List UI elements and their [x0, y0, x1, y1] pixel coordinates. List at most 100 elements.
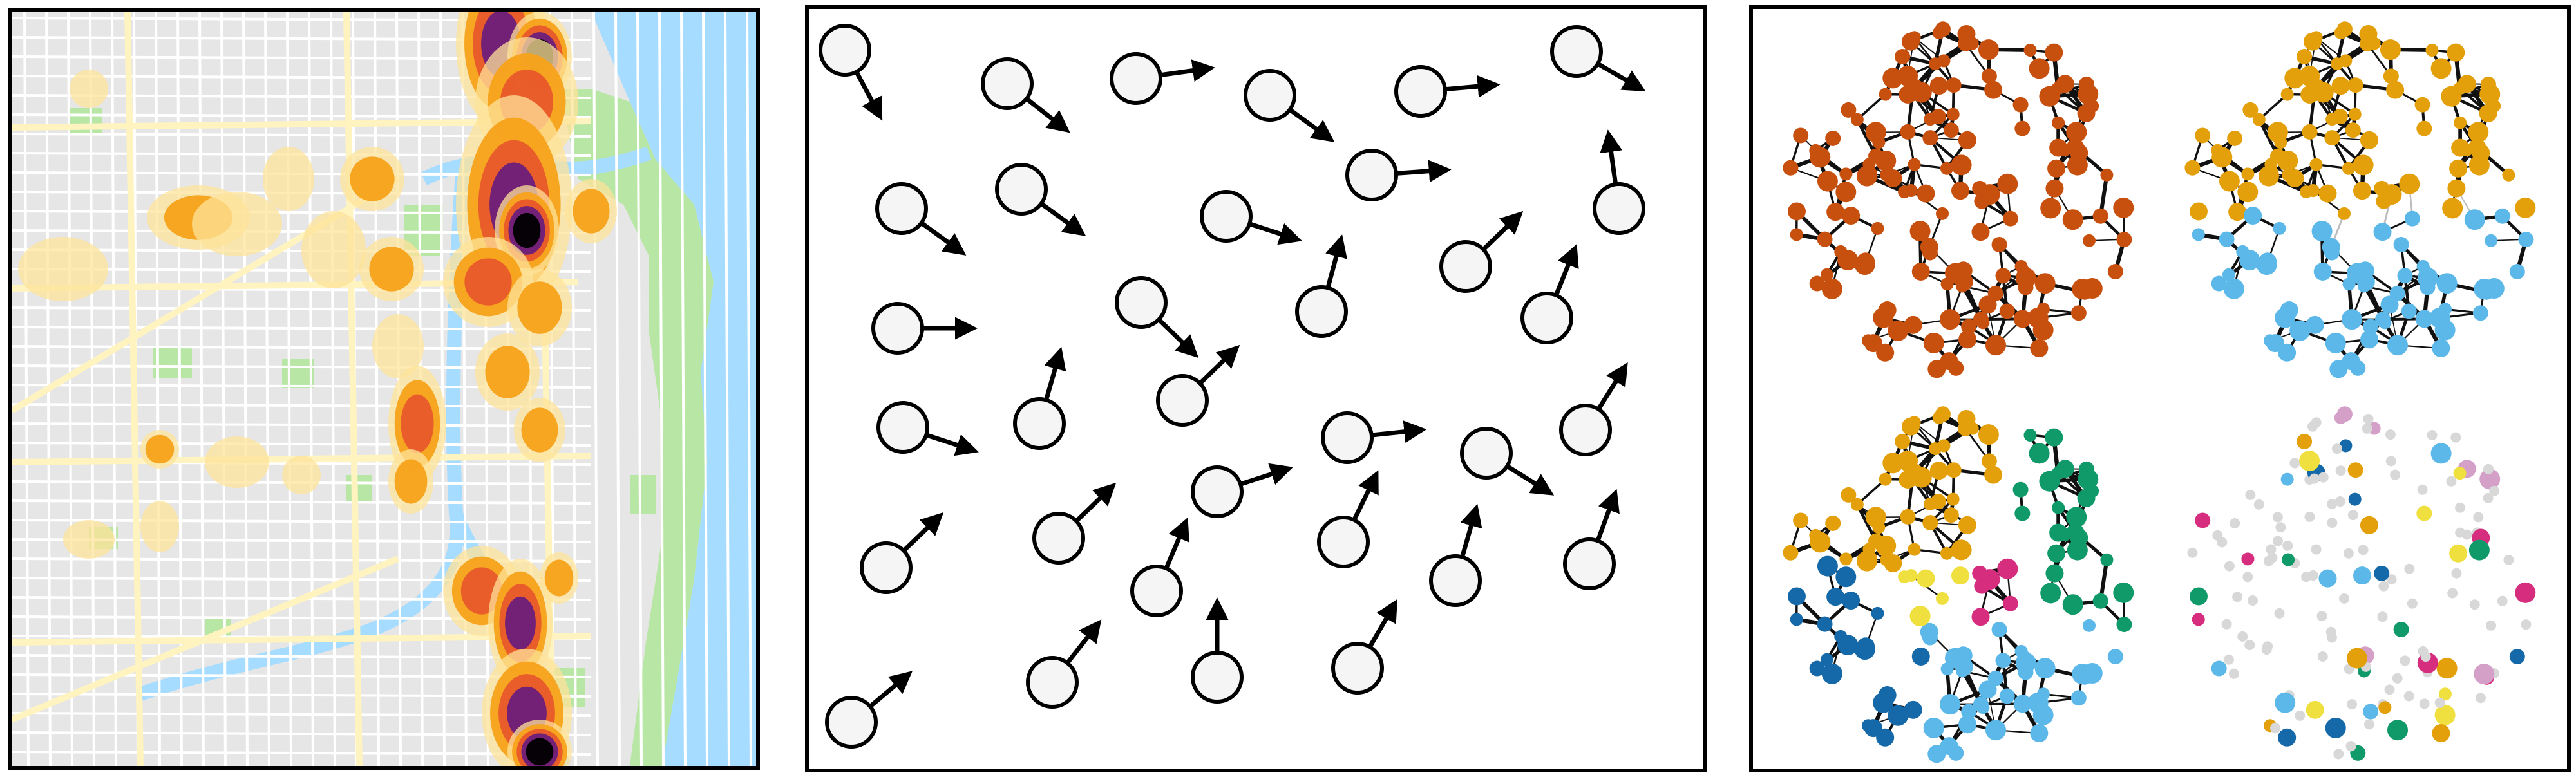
major-road [124, 12, 144, 766]
network-node [1897, 451, 1918, 472]
heat-contour [350, 156, 395, 201]
network-node [2241, 552, 2255, 566]
velocity-arrow [1506, 464, 1555, 496]
network-node [2311, 417, 2322, 428]
network-node [2447, 179, 2466, 198]
network-node [1826, 203, 1845, 221]
network-node [1940, 546, 1953, 560]
network-node [2521, 619, 2532, 630]
network-node [1958, 131, 1976, 149]
network-node [2335, 465, 2346, 476]
network-node [2347, 462, 2363, 478]
network-node [1908, 31, 1921, 44]
network-node [1787, 587, 1806, 606]
network-node [2342, 352, 2360, 371]
network-node [2449, 544, 2468, 563]
heat-contour [301, 211, 366, 288]
network-node [2400, 655, 2410, 666]
network-node [1783, 160, 1799, 176]
network-2 [2184, 21, 2536, 378]
network-node [1834, 630, 1848, 643]
network-node [2052, 501, 2065, 514]
velocity-arrow [1371, 420, 1427, 443]
agent [1191, 597, 1244, 704]
street [592, 12, 599, 766]
network-node [2468, 122, 2489, 143]
agent [1191, 463, 1293, 518]
agent [1593, 129, 1645, 235]
network-node [1834, 245, 1848, 258]
network-node [2289, 320, 2311, 341]
network-node [1995, 268, 2011, 284]
network-node [2062, 209, 2083, 230]
network-node [1854, 254, 1875, 275]
network-node [1898, 185, 1911, 199]
network-node [2282, 553, 2295, 566]
network-node [1971, 608, 1990, 626]
network-node [1943, 122, 1959, 138]
network-node [2299, 451, 2320, 472]
network-node [2083, 234, 2096, 247]
network-node [1817, 616, 1833, 632]
network-node [1809, 275, 1825, 292]
network-node [2289, 458, 2300, 469]
network-node [2390, 469, 2401, 480]
agent [1013, 346, 1066, 450]
network-node [2184, 160, 2201, 176]
network-node [1958, 516, 1976, 534]
network-node [2211, 275, 2227, 292]
network-node [2242, 102, 2259, 118]
network-node [1904, 700, 1922, 719]
velocity-arrow [868, 671, 913, 709]
velocity-arrow [1325, 234, 1347, 289]
network-node [2013, 310, 2032, 328]
network-node [1940, 309, 1961, 330]
network-node [2078, 76, 2094, 92]
street [12, 442, 592, 447]
network-node [2378, 581, 2389, 592]
network-node [2345, 122, 2361, 138]
network-node [1917, 184, 1935, 203]
network-node [2364, 719, 2375, 730]
network-node [2348, 492, 2362, 506]
agent-circle [1191, 651, 1244, 704]
network-node [2451, 568, 2462, 579]
network-node [1995, 653, 2011, 669]
network-node [1839, 167, 1853, 181]
network-node [1895, 48, 1911, 64]
network-node [1911, 467, 1932, 488]
network-node [2404, 563, 2415, 574]
network-node [1999, 303, 2015, 319]
agent-circle [1191, 465, 1244, 518]
network-node [2023, 44, 2037, 57]
network-node [2318, 184, 2337, 203]
network-node [1871, 606, 1884, 620]
network-node [2338, 207, 2351, 220]
network-node [1876, 343, 1895, 362]
network-node [2242, 572, 2253, 583]
network-node [1946, 77, 1962, 93]
agent [1156, 344, 1240, 427]
agent [1026, 619, 1102, 709]
agent-circle [876, 401, 929, 454]
network-node [2436, 273, 2458, 294]
network-node [1981, 68, 1997, 84]
network-node [1957, 24, 1976, 43]
network-node [2045, 564, 2064, 583]
network-node [1936, 207, 1949, 220]
network-node [1871, 221, 1884, 235]
network-node [2434, 704, 2456, 725]
heat-contour [485, 346, 530, 398]
network-node [2425, 44, 2439, 57]
network-node [2449, 159, 2468, 178]
heat-contour [205, 436, 269, 488]
heat-contour [464, 258, 512, 306]
network-node [2327, 518, 2338, 528]
network-node [2454, 116, 2467, 129]
network-node [1929, 462, 1948, 480]
network-node [2447, 588, 2458, 599]
network-node [2275, 522, 2286, 533]
network-node [2223, 654, 2234, 665]
network-node [2326, 632, 2337, 643]
network-node [2072, 279, 2093, 300]
